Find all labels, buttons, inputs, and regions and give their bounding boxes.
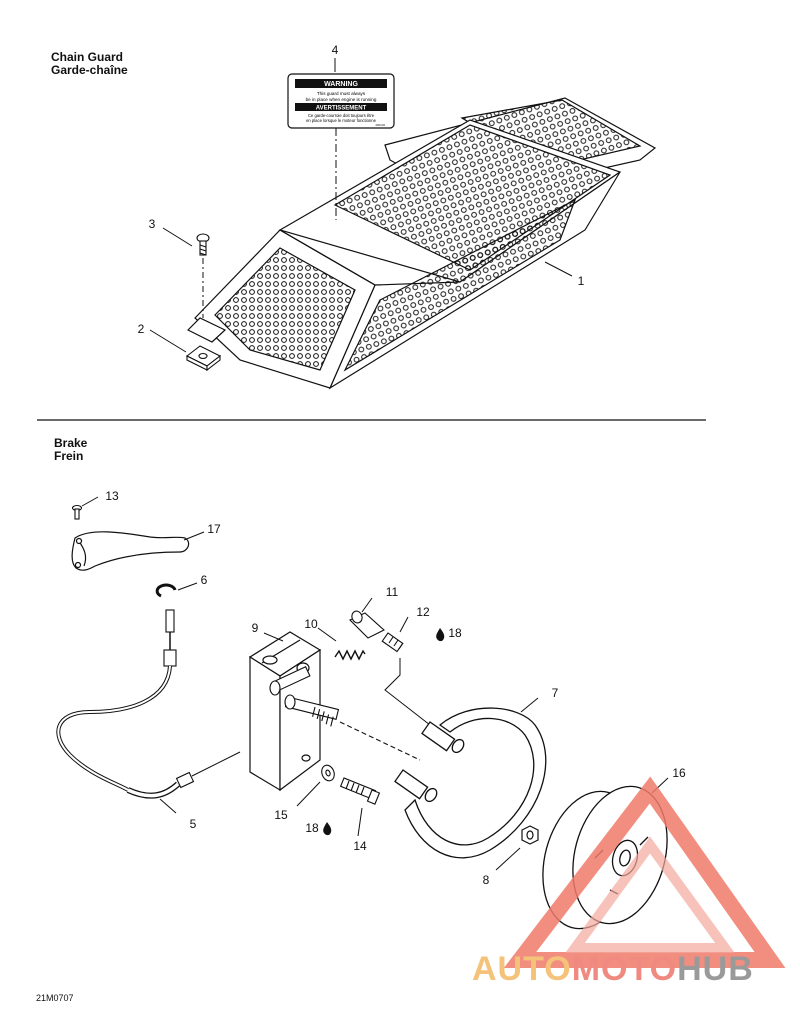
chain-guard [186,97,657,390]
callout-1: 1 [578,274,585,288]
callout-10: 10 [304,617,318,631]
warning-label: WARNING This guard must always be in pla… [287,73,395,129]
bracket-pin [269,666,311,696]
warning-label-heading-en: WARNING [324,81,358,88]
chain-guard-title: Chain Guard Garde-chaîne [51,51,128,77]
callout-15: 15 [274,808,288,822]
callout-3: 3 [149,217,156,231]
bolt [339,777,381,805]
chain-guard-front-mesh [214,247,356,371]
chain-guard-title-en: Chain Guard [51,50,124,64]
warning-label-heading-fr: AVERTISSEMENT [316,106,367,112]
callout-18b: 18 [305,821,319,835]
brake-title-en: Brake [54,436,88,450]
spring [334,649,366,661]
callout-11: 11 [386,585,399,599]
warning-label-line1-en: This guard must always [317,91,366,96]
watermark-part3: HUB [677,950,754,988]
drawing-reference-code: 21M0707 [36,993,74,1003]
brake-title-fr: Frein [54,449,84,463]
callout-7: 7 [552,686,559,700]
chain-guard-edge [279,229,376,286]
nut [521,825,539,845]
brake-cable [56,609,241,799]
watermark-part1: AUTO [472,950,572,988]
callout-14: 14 [353,839,367,853]
chain-guard-title-fr: Garde-chaîne [51,63,128,77]
callout-2: 2 [138,322,145,336]
circlip [155,583,177,598]
brake-band [394,707,547,859]
callout-9: 9 [252,621,259,635]
warning-label-line2-fr: en place lorsque le moteur fonctionne [306,118,377,123]
clip-nut [185,345,222,372]
callout-12: 12 [416,605,430,619]
watermark-part2: MOTO [571,950,678,988]
warning-label-line1-fr: Ce garde-courroie doit toujours être [308,113,375,118]
adjuster-link-line [384,658,431,726]
chain-guard-screw [196,233,210,256]
callout-18a: 18 [448,626,462,640]
warning-label-code: 000-00 [376,123,386,127]
chain-guard-top-mesh [333,124,612,271]
automotohub-watermark: AUTOMOTOHUB [472,950,754,989]
warning-label-line2-en: be in place when engine is running [306,97,377,102]
threaded-rod [284,694,421,761]
chain-guard-side-mesh [343,198,577,372]
callout-17: 17 [207,522,221,536]
callout-4: 4 [332,43,339,57]
lever-screw [71,504,83,520]
brake-title: Brake Frein [54,437,87,463]
lubricant-drop-icon [323,822,332,836]
automotohub-logo [503,776,786,968]
brake-lever [71,531,190,571]
washer [321,764,335,782]
callout-16: 16 [672,766,686,780]
adjuster-screw [381,632,404,653]
sleeve [349,610,385,639]
chain-guard-mount-tab [186,317,227,343]
leader-lines [81,58,669,871]
callout-5: 5 [190,817,197,831]
callout-6: 6 [201,573,208,587]
callout-8: 8 [483,873,490,887]
callout-13: 13 [105,489,119,503]
callout-numbers: 4 3 2 1 13 17 6 11 12 18 9 10 7 5 15 18 … [105,43,686,887]
lubricant-drop-icon [436,628,445,642]
